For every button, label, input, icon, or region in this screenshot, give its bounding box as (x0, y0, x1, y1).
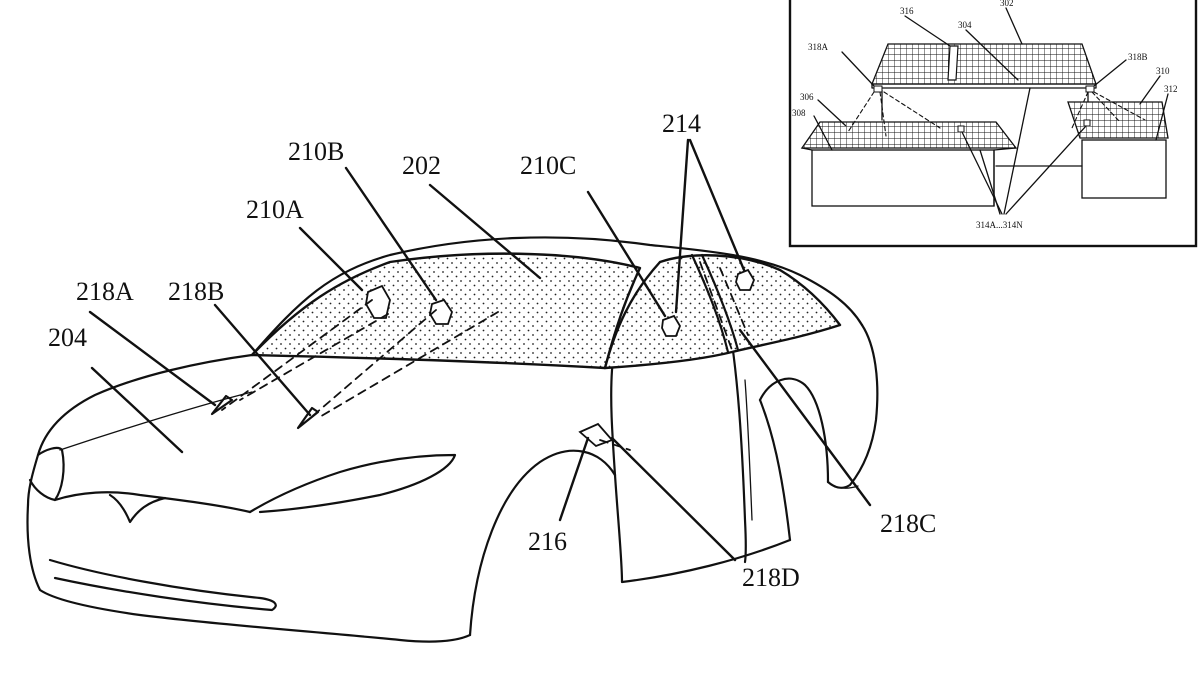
roof-outline (250, 236, 864, 357)
label-210A: 210A (246, 195, 304, 224)
inset-box-right (1081, 139, 1167, 199)
side-window (603, 253, 842, 370)
inset-figure: 302 316 304 318A 318B 310 312 306 308 31… (788, 0, 1198, 248)
inset-panel-left (800, 121, 1018, 149)
label-216: 216 (528, 527, 567, 556)
door-sill (613, 473, 792, 584)
inset-label-308: 308 (792, 108, 806, 118)
side-window-glass (603, 254, 842, 370)
inset-label-302: 302 (1000, 0, 1014, 8)
inset-label-318B: 318B (1128, 52, 1148, 62)
inset-label-318A: 318A (808, 42, 829, 52)
sensor-214 (735, 268, 756, 291)
front-bumper (26, 503, 472, 643)
rear-body (826, 323, 879, 489)
front-wheel-arch (468, 449, 617, 637)
inset-label-304: 304 (958, 20, 972, 30)
label-210C: 210C (520, 151, 576, 180)
label-202: 202 (402, 151, 441, 180)
inset-label-316: 316 (900, 6, 914, 16)
inset-label-310: 310 (1156, 66, 1170, 76)
leader-lines (88, 138, 872, 562)
headlight-right (248, 453, 457, 514)
inset-label-306: 306 (800, 92, 814, 102)
headlight-left (28, 446, 65, 502)
label-218A: 218A (76, 277, 134, 306)
sensor-210C (661, 314, 682, 337)
logo-mark (108, 493, 167, 524)
lower-air-dam (48, 558, 277, 612)
inset-panel-top (871, 43, 1097, 85)
rear-wheel-arch (758, 377, 830, 484)
label-210B: 210B (288, 137, 344, 166)
hood-outline (26, 353, 254, 507)
label-214: 214 (662, 109, 701, 138)
label-218C: 218C (880, 509, 936, 538)
label-218D: 218D (742, 563, 800, 592)
grille-line (53, 491, 252, 514)
inset-label-314: 314A...314N (976, 220, 1023, 230)
laser-beams (210, 261, 749, 451)
inset-box-left (811, 149, 995, 207)
label-204: 204 (48, 323, 87, 352)
inset-label-312: 312 (1164, 84, 1178, 94)
label-218B: 218B (168, 277, 224, 306)
rear-door-edge (728, 328, 747, 564)
